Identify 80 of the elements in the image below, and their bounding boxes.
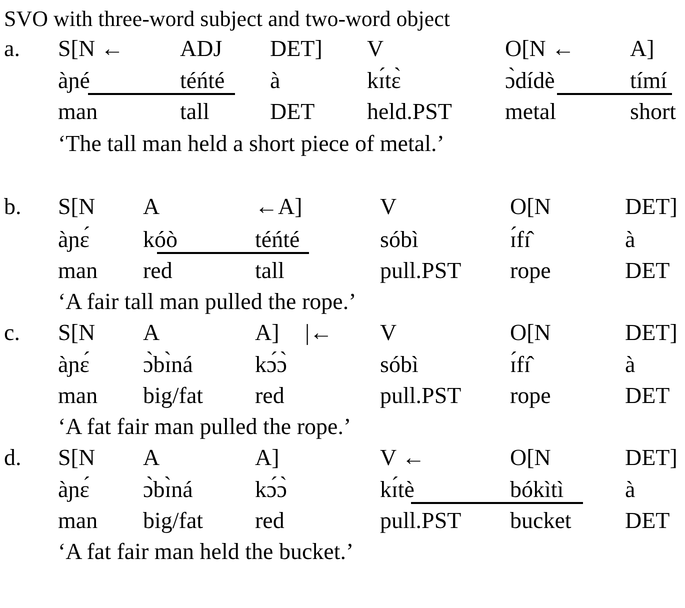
- phrase-label: V: [380, 320, 397, 346]
- example-letter: a.: [4, 36, 20, 62]
- phrase-label: S[N: [58, 320, 96, 346]
- gloss-word: metal: [505, 99, 556, 125]
- heading: SVO with three-word subject and two-word object: [4, 6, 450, 32]
- vernacular-word: sóbì: [380, 352, 418, 378]
- vernacular-word: àɲɛ́: [58, 477, 90, 503]
- gloss-word: DET: [625, 508, 670, 534]
- vernacular-word: sóbì: [380, 227, 418, 253]
- phrase-label: A: [143, 194, 160, 220]
- phrase-label: O[N: [510, 445, 551, 471]
- gloss-word: man: [58, 99, 98, 125]
- vernacular-word: bókìtì: [510, 477, 564, 503]
- phrase-label: A: [143, 320, 160, 346]
- phrase-label: ADJ: [180, 36, 222, 62]
- vernacular-word: àɲé: [58, 68, 90, 94]
- phrase-label: A]: [255, 320, 280, 346]
- gloss-word: man: [58, 508, 98, 534]
- phrase-label: O[N: [510, 320, 551, 346]
- gloss-word: red: [255, 508, 284, 534]
- phrase-label: O[N ←: [505, 36, 575, 62]
- gloss-word: pull.PST: [380, 508, 462, 534]
- free-translation: ‘A fat fair man held the bucket.’: [58, 539, 354, 565]
- example-letter: c.: [4, 320, 20, 346]
- phrase-label: S[N ←: [58, 36, 124, 62]
- free-translation: ‘A fair tall man pulled the rope.’: [58, 289, 356, 315]
- gloss-word: held.PST: [367, 99, 452, 125]
- gloss-word: big/fat: [143, 383, 204, 409]
- gloss-word: red: [255, 383, 284, 409]
- phrase-label: V: [380, 194, 397, 220]
- vernacular-word: à: [270, 68, 280, 94]
- phrase-label: A]: [630, 36, 654, 62]
- vernacular-word: téńté: [255, 227, 300, 253]
- gloss-word: short: [630, 99, 676, 125]
- vernacular-word: tímí: [630, 68, 668, 94]
- phrase-label: |←: [305, 320, 333, 346]
- vernacular-word: à: [625, 477, 636, 503]
- vernacular-word: àɲɛ́: [58, 352, 90, 378]
- gloss-word: big/fat: [143, 508, 204, 534]
- phrase-label: DET]: [270, 36, 322, 62]
- vernacular-word: à: [625, 227, 636, 253]
- gloss-word: tall: [255, 258, 284, 284]
- phrase-label: A]: [255, 445, 280, 471]
- phrase-label: V ←: [380, 445, 425, 471]
- phrase-label: O[N: [510, 194, 551, 220]
- vernacular-word: kɔ́ɔ̀: [255, 477, 287, 503]
- vernacular-word: kóò: [143, 227, 178, 253]
- gloss-word: rope: [510, 383, 551, 409]
- gloss-word: DET: [625, 383, 670, 409]
- gloss-word: tall: [180, 99, 210, 125]
- vernacular-word: kɔ́ɔ̀: [255, 352, 287, 378]
- gloss-word: rope: [510, 258, 551, 284]
- vernacular-word: ɔ̀dídè: [505, 68, 555, 94]
- gloss-word: man: [58, 258, 98, 284]
- vernacular-word: àɲɛ́: [58, 227, 90, 253]
- vernacular-word: téńté: [180, 68, 225, 94]
- free-translation: ‘A fat fair man pulled the rope.’: [58, 414, 352, 440]
- example-letter: d.: [4, 445, 22, 471]
- gloss-word: bucket: [510, 508, 572, 534]
- gloss-word: DET: [625, 258, 670, 284]
- gloss-word: red: [143, 258, 172, 284]
- gloss-word: pull.PST: [380, 383, 462, 409]
- phrase-label: ←A]: [255, 194, 302, 220]
- gloss-word: DET: [270, 99, 315, 125]
- free-translation: ‘The tall man held a short piece of metal.’: [58, 131, 444, 157]
- phrase-label: A: [143, 445, 160, 471]
- phrase-label: DET]: [625, 445, 678, 471]
- phrase-label: DET]: [625, 320, 678, 346]
- phrase-label: DET]: [625, 194, 678, 220]
- gloss-word: man: [58, 383, 98, 409]
- vernacular-word: à: [625, 352, 636, 378]
- gloss-word: pull.PST: [380, 258, 462, 284]
- vernacular-word: kɪ́tɛ̀: [367, 68, 401, 94]
- vernacular-word: ɔ̀bɪ̀ná: [143, 352, 193, 378]
- example-letter: b.: [4, 194, 22, 220]
- phrase-label: S[N: [58, 445, 96, 471]
- vernacular-word: kɪ́tè: [380, 477, 414, 503]
- phrase-label: S[N: [58, 194, 96, 220]
- vernacular-word: ɔ̀bɪ̀ná: [143, 477, 193, 503]
- phrase-label: V: [367, 36, 384, 62]
